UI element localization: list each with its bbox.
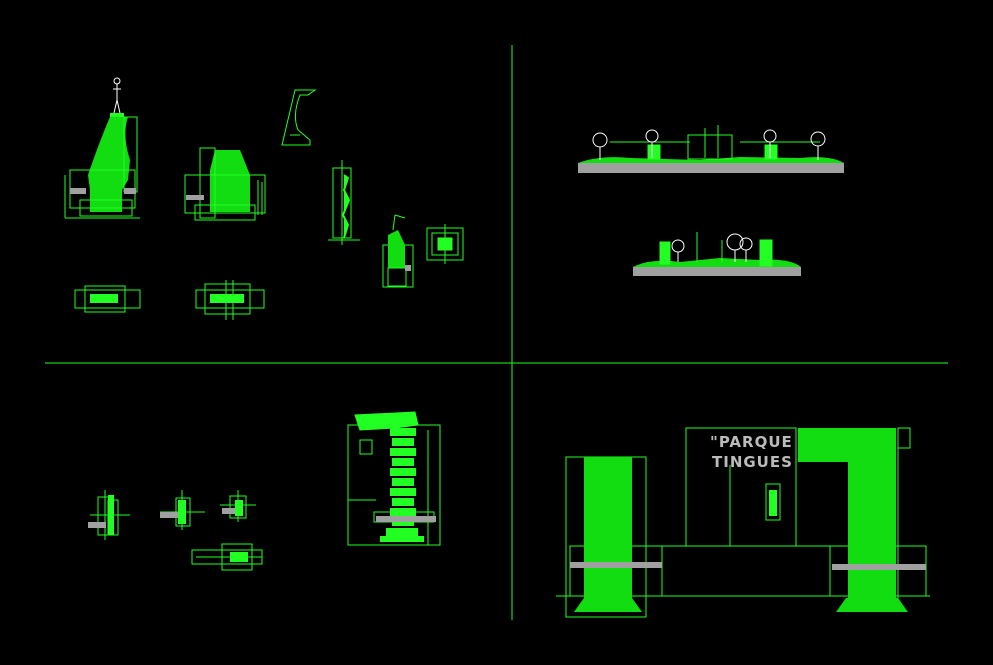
- column-ribs: [386, 428, 418, 536]
- sign-text-line2: TINGUES: [712, 453, 793, 471]
- joint-detail-c: [220, 490, 256, 522]
- column-plan-detail: [426, 224, 464, 264]
- ribbed-column-elevation: [347, 411, 441, 546]
- tree-icons: [592, 129, 826, 160]
- entrance-portal-elevation: "PARQUE TINGUES: [556, 427, 930, 618]
- column-section-detail: [328, 160, 360, 245]
- foundation-plan-b: [195, 280, 265, 320]
- park-elevation-long: [578, 125, 844, 173]
- canopy-profile-detail: [281, 89, 317, 146]
- base-plate-detail: [191, 543, 263, 571]
- monument-elevation-front: [64, 77, 140, 219]
- park-elevation-short: [633, 232, 801, 276]
- monument-elevation-side: [184, 147, 266, 221]
- sign-text-line1: "PARQUE: [710, 433, 793, 451]
- right-pillar: [798, 428, 926, 612]
- left-pillar: [570, 457, 662, 612]
- gate-lamp: [765, 483, 781, 521]
- foundation-plan-a: [74, 285, 141, 313]
- small-tower-elevation: [382, 214, 414, 288]
- joint-detail-b: [160, 490, 205, 530]
- joint-detail-a: [88, 490, 130, 540]
